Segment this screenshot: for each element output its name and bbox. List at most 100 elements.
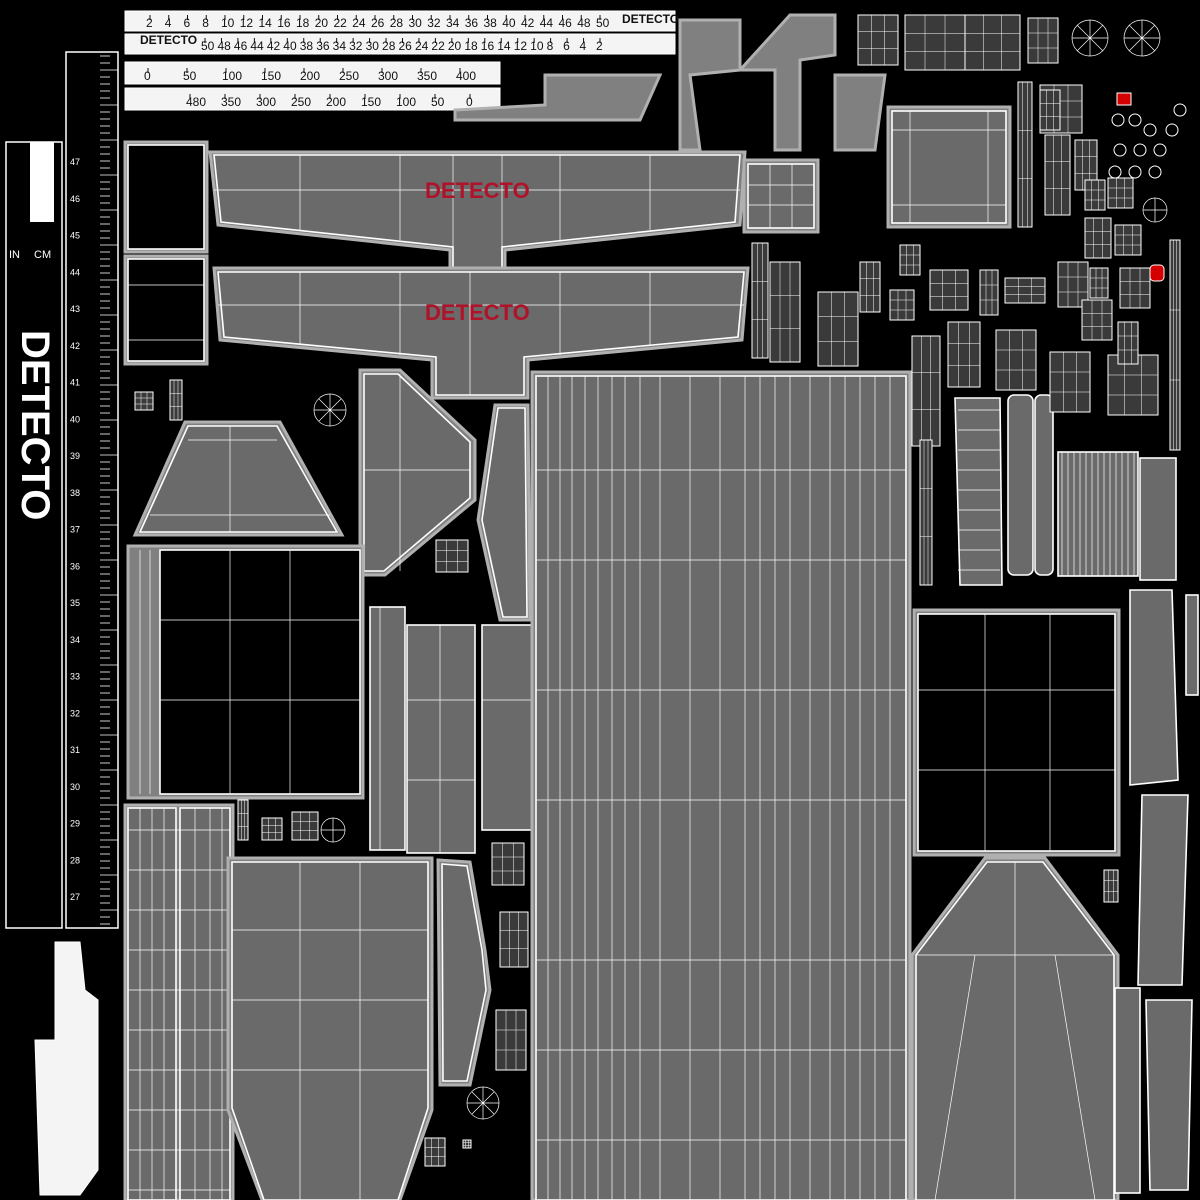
uv-piece (769, 261, 801, 363)
uv-piece (1084, 179, 1106, 211)
ruler-tick-label: 30 (409, 16, 423, 30)
trapezoid-island (132, 420, 345, 537)
ruler-tick-label: 44 (540, 16, 554, 30)
uv-piece (1117, 321, 1139, 365)
beam-tick-label: 300 (378, 69, 398, 83)
uv-piece (134, 391, 154, 411)
second-ruler-brand: DETECTO (140, 33, 197, 47)
red-marker-icon (1116, 92, 1132, 106)
side-ruler-label: 39 (70, 451, 80, 461)
gear-icon (1123, 19, 1161, 57)
uv-piece (929, 269, 969, 311)
side-ruler-label: 40 (70, 414, 80, 424)
side-ruler-label: 33 (70, 672, 80, 682)
side-ruler-label: 36 (70, 561, 80, 571)
small-grid-square (742, 158, 820, 234)
small-part-icon (1128, 113, 1142, 127)
side-ruler-label: 46 (70, 194, 80, 204)
beam-tick-label: 50 (431, 95, 445, 109)
beam-tick-label: 400 (456, 69, 476, 83)
uv-piece (1039, 89, 1061, 131)
small-part-icon (1111, 113, 1125, 127)
uv-piece (495, 1009, 527, 1071)
uv-piece (1084, 217, 1112, 259)
ruler-tick-label: 12 (514, 39, 528, 53)
ruler-tick-label: 22 (431, 39, 445, 53)
middle-strips (369, 606, 535, 854)
uv-piece (857, 14, 899, 66)
ruler-tick-label: 16 (481, 39, 495, 53)
ruler-tick-label: 8 (547, 39, 554, 53)
uv-piece (1103, 869, 1119, 903)
small-part-icon (1128, 165, 1142, 179)
beam-tick-label: 300 (256, 95, 276, 109)
wing-island (436, 858, 492, 1087)
gear-icons (313, 19, 1168, 1120)
beam-tick-label: 200 (300, 69, 320, 83)
uv-piece (1044, 134, 1071, 216)
ruler-tick-label: 28 (382, 39, 396, 53)
beam-tick-label: 250 (291, 95, 311, 109)
bottom-left-strips (123, 803, 235, 1200)
uv-piece (947, 321, 981, 388)
ruler-tick-label: 32 (427, 16, 441, 30)
uv-piece (435, 539, 469, 573)
ruler-tick-label: 36 (316, 39, 330, 53)
ruler-tick-label: 6 (563, 39, 570, 53)
small-part-icon (1173, 103, 1187, 117)
side-ruler-label: 32 (70, 708, 80, 718)
pentagon-island (226, 856, 434, 1200)
ruler-tick-label: 2 (596, 39, 603, 53)
left-square-panel (126, 544, 365, 800)
uv-piece (1004, 277, 1046, 304)
side-ruler-label: 29 (70, 819, 80, 829)
beam-tick-label: 0 (144, 69, 151, 83)
side-ruler-label: 42 (70, 341, 80, 351)
uv-piece (859, 261, 881, 313)
uv-piece (462, 1139, 472, 1149)
ruler-tick-label: 46 (234, 39, 248, 53)
side-ruler-label: 41 (70, 378, 80, 388)
beam-tick-label: 100 (222, 69, 242, 83)
beam-tick-label: 100 (396, 95, 416, 109)
red-markers (1116, 92, 1165, 282)
small-uv-pieces (134, 14, 1187, 1167)
ruler-tick-label: 34 (446, 16, 460, 30)
uv-piece (169, 379, 183, 421)
ruler-tick-label: 32 (349, 39, 363, 53)
ruler-tick-label: 50 (201, 39, 215, 53)
ruler-tick-label: 20 (315, 16, 329, 30)
beam-tick-label: 50 (183, 69, 197, 83)
small-part-icon (1153, 143, 1167, 157)
ruler-tick-label: 10 (530, 39, 544, 53)
uv-piece (291, 811, 319, 841)
ruler-tick-label: 4 (580, 39, 587, 53)
beam-tick-label: 0 (466, 95, 473, 109)
uv-piece (899, 244, 921, 276)
side-ruler-label: 45 (70, 231, 80, 241)
ruler-tick-label: 34 (333, 39, 347, 53)
brand-logo-lower: DETECTO (425, 300, 530, 325)
beam-island-lower: DETECTO (212, 266, 750, 400)
side-ruler-label: 43 (70, 304, 80, 314)
uv-piece (1119, 267, 1151, 309)
beam-tick-label: 480 (186, 95, 206, 109)
uv-piece (904, 14, 966, 71)
ruler-tick-label: 18 (296, 16, 310, 30)
red-marker-icon (1149, 264, 1165, 282)
ruler-tick-label: 30 (366, 39, 380, 53)
ruler-tick-label: 40 (283, 39, 297, 53)
side-ruler-label: 38 (70, 488, 80, 498)
beam-tick-label: 150 (261, 69, 281, 83)
small-part-icon (1108, 165, 1122, 179)
uv-piece (1107, 354, 1159, 416)
ruler-tick-label: 22 (334, 16, 348, 30)
small-part-icon (1133, 143, 1147, 157)
uv-piece (237, 799, 249, 841)
ruler-tick-label: 20 (448, 39, 462, 53)
arm-island (476, 403, 532, 622)
beam-tick-label: 350 (417, 69, 437, 83)
